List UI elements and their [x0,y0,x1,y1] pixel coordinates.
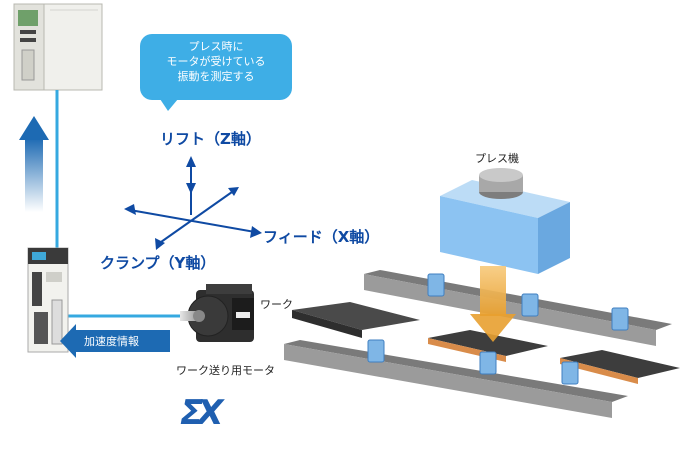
feed-motor-label: ワーク送り用モータ [176,362,275,378]
accel-info-arrow: 加速度情報 [60,330,170,352]
measurement-callout: プレス時に モータが受けている 振動を測定する [140,34,292,100]
controller-unit [14,4,102,90]
press-label: プレス機 [475,150,519,166]
lift-axis-label: リフト（Z軸） [160,128,261,149]
left-arrow-icon [60,324,76,358]
servo-motor [180,284,254,342]
callout-tail [160,99,178,111]
callout-line-3: 振動を測定する [140,69,292,84]
sigma-x-logo: ΣX [180,393,217,433]
callout-line-2: モータが受けている [140,54,292,69]
work-label: ワーク [260,296,293,312]
workpiece-dark [292,302,420,338]
feed-axis-label: フィード（X軸） [263,226,379,247]
upward-arrow-icon [19,116,49,212]
callout-line-1: プレス時に [140,39,292,54]
clamp-axis-label: クランプ（Y軸） [100,252,215,273]
accel-info-label: 加速度情報 [84,333,139,349]
axis-diagram [124,156,262,250]
press-machine [440,168,570,274]
